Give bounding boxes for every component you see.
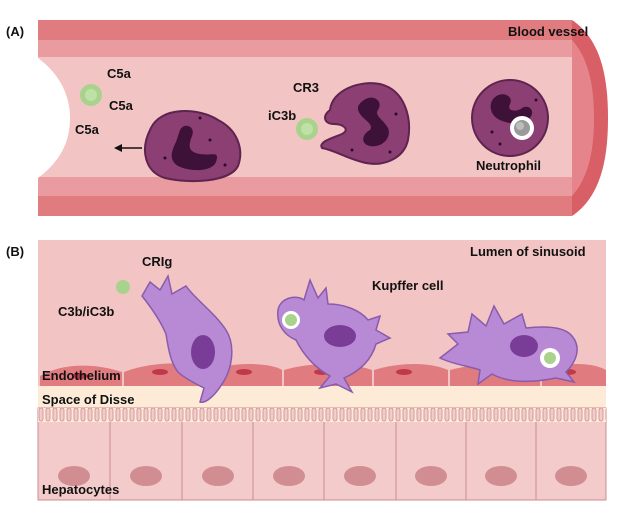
vessel-wall-bottom-band xyxy=(38,176,572,196)
disse-label: Space of Disse xyxy=(42,392,135,407)
vessel-label: Blood vessel xyxy=(508,24,588,39)
neutrophil-ingested xyxy=(471,79,549,157)
crig-label: CRIg xyxy=(142,254,172,269)
neutrophil-migrating xyxy=(144,110,242,183)
neutrophil-label: Neutrophil xyxy=(476,158,541,173)
vessel-opening xyxy=(38,58,70,178)
panel-a-tag: (A) xyxy=(6,24,24,39)
panel-b: (B) Lumen of sinusoid CRIg C3b/iC3b Kupf… xyxy=(6,240,607,501)
vessel-wall-top-band xyxy=(38,40,572,58)
kupffer-cell-3 xyxy=(438,304,578,386)
endothelium-label: Endothelium xyxy=(42,368,121,383)
ic3b-label: iC3b xyxy=(268,108,296,123)
migration-arrow xyxy=(114,144,142,152)
kupffer-label: Kupffer cell xyxy=(372,278,444,293)
hepatocytes xyxy=(37,407,607,501)
c3b-particle xyxy=(116,280,130,294)
c5a-label-3: C5a xyxy=(75,122,100,137)
kupffer-cell-1 xyxy=(141,273,233,403)
kupffer-cell-2 xyxy=(277,277,392,394)
lumen-label: Lumen of sinusoid xyxy=(470,244,586,259)
hepatocytes-label: Hepatocytes xyxy=(42,482,119,497)
c5a-label-2: C5a xyxy=(109,98,134,113)
neutrophil-phagocytosing xyxy=(320,82,410,165)
cr3-label: CR3 xyxy=(293,80,319,95)
c3b-label: C3b/iC3b xyxy=(58,304,114,319)
panel-b-tag: (B) xyxy=(6,244,24,259)
space-of-disse xyxy=(38,386,606,408)
c5a-label-1: C5a xyxy=(107,66,132,81)
panel-a: (A) Blood vessel C5a C5a C5a CR3 iC3b Ne… xyxy=(6,20,608,216)
